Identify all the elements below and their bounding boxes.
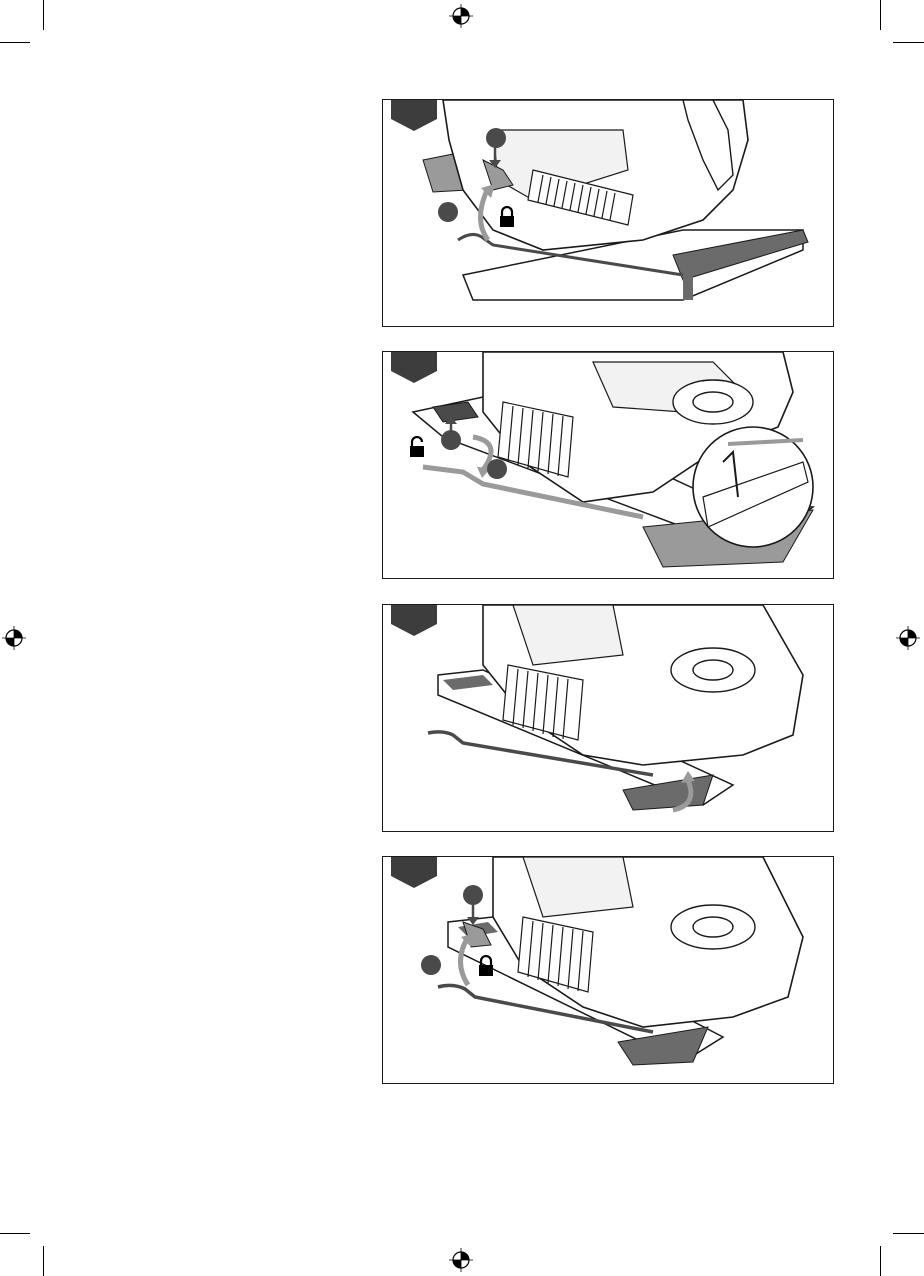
sander-illustration-4 (383, 857, 834, 1084)
figure-2 (382, 351, 834, 579)
step-marker (438, 202, 458, 222)
crop-mark (0, 1233, 30, 1234)
crop-mark (893, 1233, 924, 1234)
figure-number-tab (391, 99, 437, 131)
registration-mark-icon (896, 626, 920, 650)
sander-illustration-2 (383, 352, 834, 579)
figure-4 (382, 856, 834, 1084)
sander-illustration-3 (383, 605, 834, 832)
step-marker (441, 430, 461, 450)
registration-mark-icon (449, 1248, 473, 1272)
crop-mark (0, 42, 30, 43)
lock-open-icon (409, 436, 427, 458)
figure-number-tab (391, 351, 437, 383)
lock-closed-icon (478, 955, 494, 977)
registration-mark-icon (449, 4, 473, 28)
crop-mark (880, 0, 881, 30)
figure-3 (382, 604, 834, 832)
figure-1 (382, 99, 834, 327)
crop-mark (893, 42, 924, 43)
figure-number-tab (391, 604, 437, 636)
crop-mark (43, 1246, 44, 1276)
step-marker (487, 459, 507, 479)
crop-mark (880, 1246, 881, 1276)
figure-number-tab (391, 856, 437, 888)
crop-mark (43, 0, 44, 30)
lock-closed-icon (499, 206, 515, 228)
step-marker (463, 885, 483, 905)
registration-mark-icon (2, 626, 26, 650)
step-marker (486, 128, 506, 148)
step-marker (421, 955, 441, 975)
